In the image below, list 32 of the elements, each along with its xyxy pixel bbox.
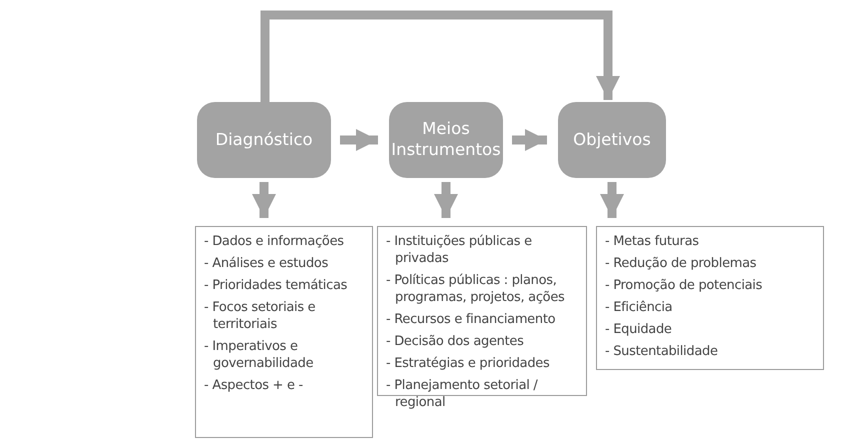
stage-label: Diagnóstico: [214, 130, 314, 150]
list-item: - Aspectos + e -: [204, 377, 304, 394]
stage-box: [197, 102, 331, 178]
stage-label: Objetivos: [572, 130, 652, 150]
arrow: [600, 182, 624, 218]
list-item: - Imperativos e governabilidade: [204, 338, 314, 372]
list-item: - Metas futuras: [605, 233, 700, 250]
stage-box: [558, 102, 666, 178]
list-box: [195, 226, 373, 438]
list-box: [596, 226, 824, 370]
stage-box: [389, 102, 503, 178]
list-item: - Dados e informações: [204, 233, 345, 250]
list-item: - Equidade: [605, 321, 673, 338]
list-item: - Análises e estudos: [204, 255, 330, 272]
arrow: [260, 10, 620, 102]
list-item: - Prioridades temáticas: [204, 277, 348, 294]
list-item: - Planejamento setorial / regional: [386, 377, 539, 411]
list-item: - Eficiência: [605, 299, 674, 316]
arrow: [434, 182, 458, 218]
list-item: - Focos setoriais e territoriais: [204, 299, 316, 333]
arrow: [252, 182, 276, 218]
list-item: - Estratégias e prioridades: [386, 355, 550, 372]
list-item: - Redução de problemas: [605, 255, 758, 272]
arrow: [512, 129, 547, 151]
list-item: - Promoção de potenciais: [605, 277, 764, 294]
list-item: - Instituições públicas e privadas: [386, 233, 533, 267]
stage-label: Meios Instrumentos: [390, 119, 502, 161]
list-item: - Políticas públicas : planos, programas, projetos, ações: [386, 272, 566, 306]
arrow: [340, 129, 378, 151]
list-item: - Decisão dos agentes: [386, 333, 525, 350]
list-item: - Recursos e financiamento: [386, 311, 556, 328]
list-item: - Sustentabilidade: [605, 343, 719, 360]
